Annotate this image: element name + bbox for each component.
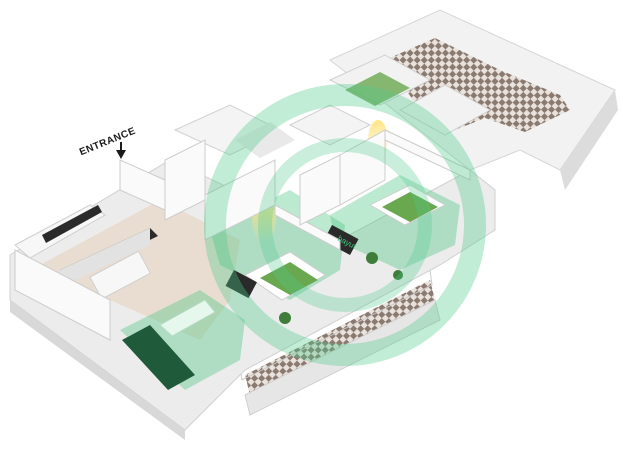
kitchen [14, 204, 158, 300]
watermark-ring-icon [204, 84, 486, 366]
master-suite [328, 54, 492, 136]
interior-walls [14, 129, 471, 341]
bathrooms [173, 104, 372, 158]
sofa [122, 299, 216, 390]
entrance-arrow-icon [116, 142, 126, 159]
plants [279, 252, 403, 324]
